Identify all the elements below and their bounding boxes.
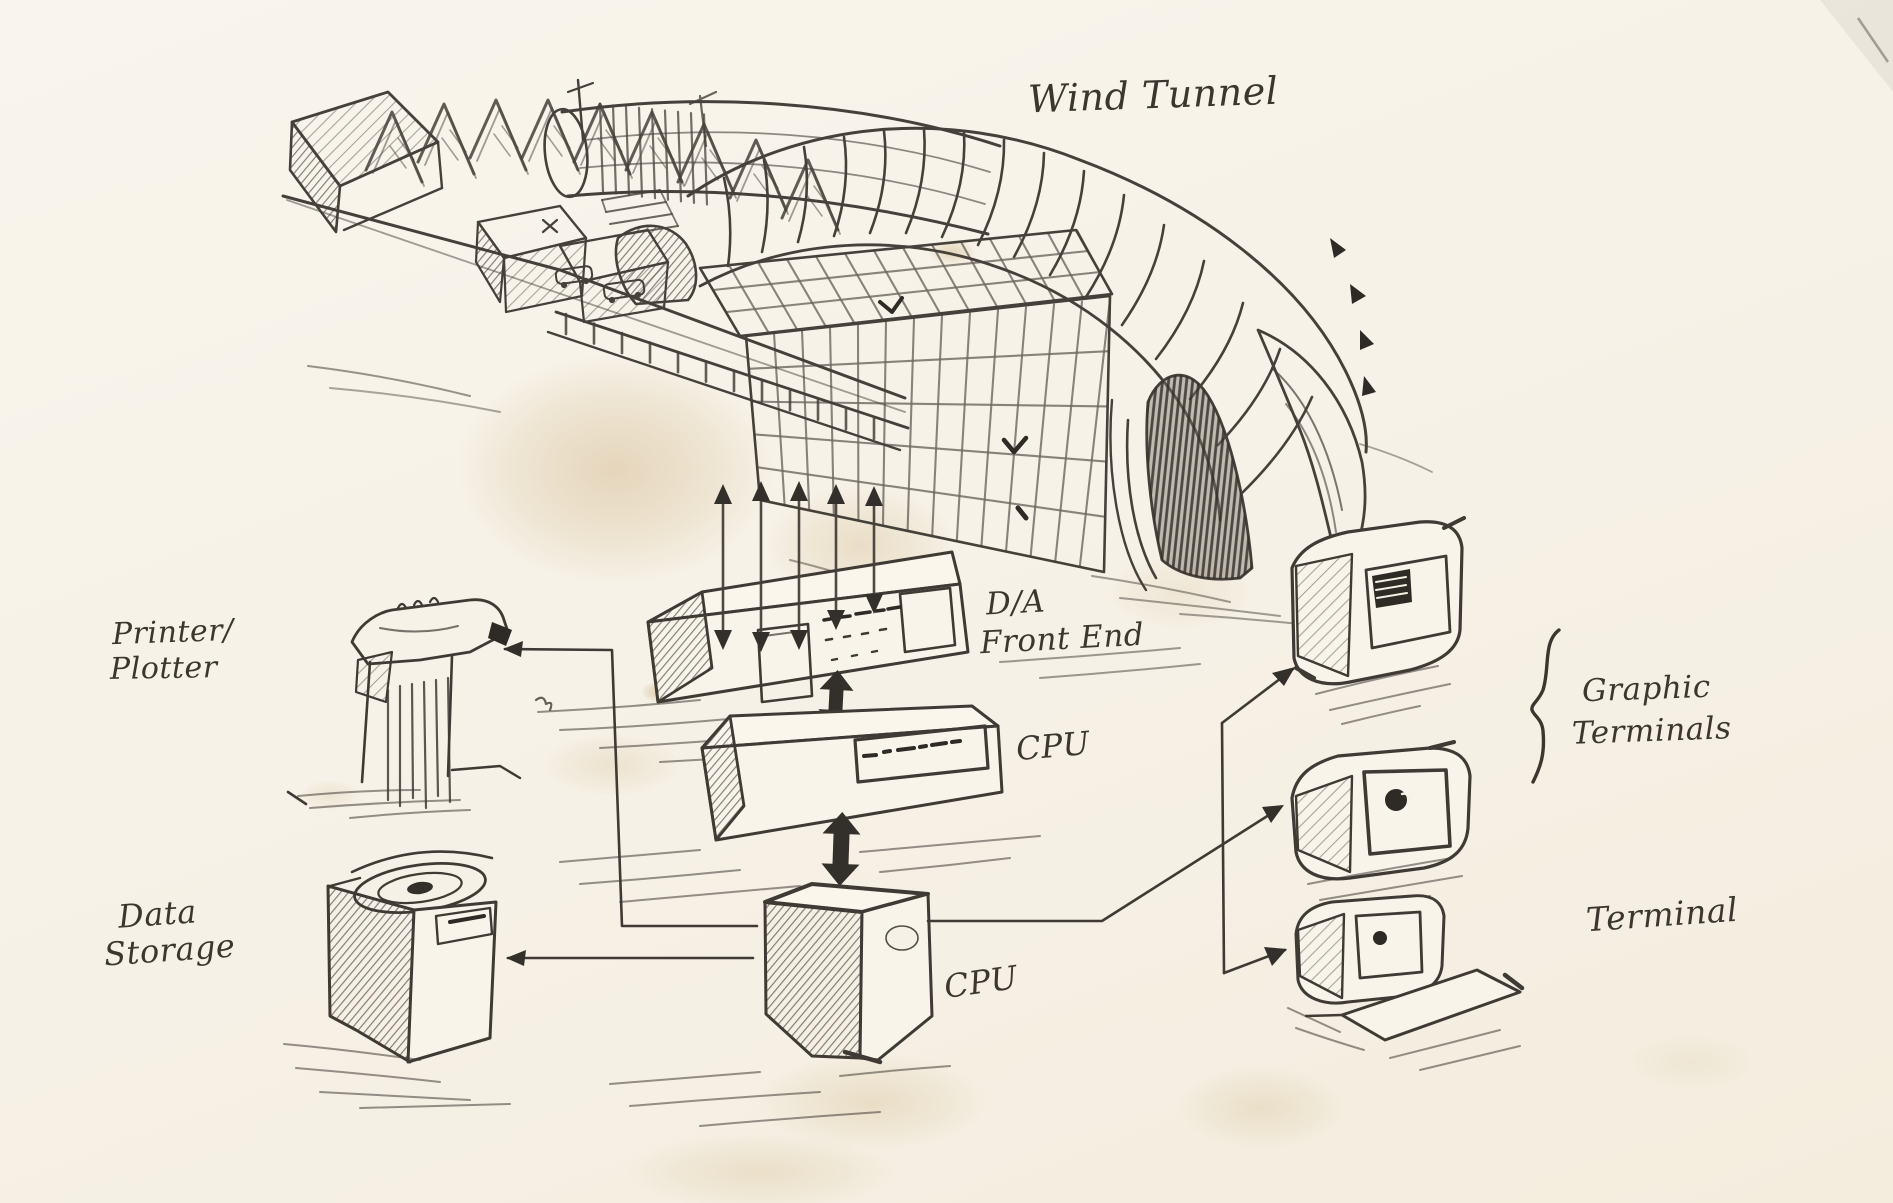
connector-lines — [503, 641, 1295, 975]
terminal-label: Terminal — [1584, 889, 1740, 940]
printer-plotter-label-line1: Printer/ — [111, 612, 235, 653]
wind-tunnel-horn — [686, 126, 1376, 522]
wind-tunnel-cylinder — [543, 100, 1002, 236]
graphic-terminals-label-line1: Graphic — [1581, 668, 1712, 710]
printer-arrowhead — [503, 641, 523, 657]
da-front-end-label-line2: Front End — [979, 616, 1146, 662]
data-storage-label-line1: Data — [116, 892, 198, 936]
terminal-sketch — [1287, 894, 1525, 1071]
data-storage-label-line2: Storage — [102, 926, 237, 974]
middle-terminal-arrowhead — [1262, 805, 1284, 823]
da-front-end-box — [537, 550, 1201, 763]
cpu-cube — [609, 882, 951, 1127]
graphic-terminals-label-line2: Terminals — [1571, 710, 1733, 752]
cpu-to-printer-line — [503, 647, 759, 928]
printer-plotter-label-line2: Plotter — [109, 650, 218, 687]
wind-tunnel-label: Wind Tunnel — [1027, 68, 1280, 122]
wind-tunnel-sketch — [281, 78, 1433, 625]
wind-tunnel-lattice — [698, 228, 1114, 597]
cpu-box — [559, 704, 1041, 903]
da-front-end-label-line1: D/A — [985, 583, 1047, 623]
top-terminal-arrowhead — [1272, 667, 1295, 686]
graphic-terminal-lower-sketch — [1290, 740, 1472, 913]
data-storage-sketch — [283, 850, 511, 1109]
graphic-terminal-upper-sketch — [1290, 516, 1466, 725]
bottom-terminal-arrowhead — [1264, 947, 1287, 966]
graphic-terminals-brace — [1530, 628, 1561, 784]
cpu-to-middle-terminal-line — [926, 806, 1282, 923]
cpu-front-end-label: CPU — [1014, 723, 1092, 769]
terminal-bus-vertical — [1220, 721, 1226, 975]
cpu-main-label: CPU — [941, 958, 1021, 1006]
cpu-cube-double-arrow — [821, 812, 861, 886]
storage-arrowhead — [506, 950, 526, 966]
paper-stains — [300, 0, 1893, 1203]
wind-tunnel-mouth — [1091, 328, 1433, 625]
printer-plotter-sketch — [286, 596, 553, 819]
wind-tunnel-buildings — [474, 189, 679, 324]
tunnel-da-signal-arrows — [714, 481, 883, 652]
